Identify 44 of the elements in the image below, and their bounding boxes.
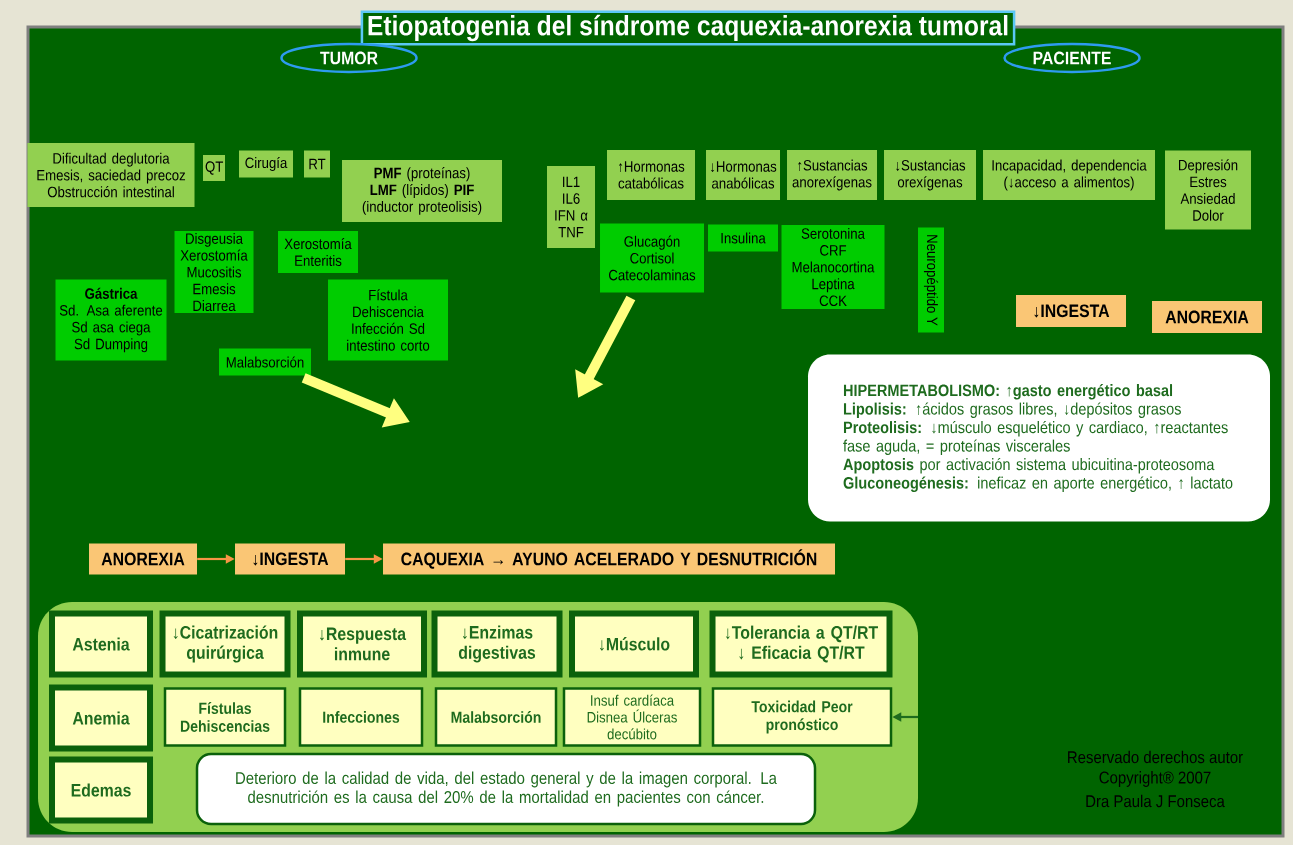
- factor-box: RT: [304, 150, 330, 178]
- factor-box: Neuropéptido Y: [918, 227, 944, 333]
- factor-box: PMF (proteínas) LMF (lípidos) PIF (inductor proteolisis): [342, 160, 502, 222]
- consequence-box: Fístulas Dehiscencias: [163, 687, 287, 747]
- consequence-box: Malabsorción: [434, 687, 558, 747]
- factor-box: Malabsorción: [219, 348, 311, 376]
- info-box: HIPERMETABOLISMO: ↑gasto energético basal Lipolisis: ↑ácidos grasos libres, ↓depósitos grasos Proteolisis: ↓músculo esquelético y cardiaco, ↑reactantes fase aguda, = proteínas viscerales Apoptosis por activación sistema ubicuitina-proteosoma Gluconeogénesis: ineficaz en aporte energético, ↑ lactato: [808, 354, 1270, 522]
- copyright-note: Reservado derechos autor: [1068, 750, 1243, 764]
- factor-box: QT: [203, 155, 225, 181]
- consequence-box: ↓Enzimas digestivas: [431, 610, 563, 678]
- stage-box: ↓INGESTA: [235, 543, 345, 575]
- consequence-box: Edemas: [49, 756, 153, 824]
- factor-box: Depresión Estres Ansiedad Dolor: [1165, 150, 1251, 230]
- consequence-box: ↓Respuesta inmune: [297, 610, 427, 678]
- note-box: Deterioro de la calidad de vida, del estado general y de la imagen corporal. La desnutrición es la causa del 20% de la mortalidad en pacientes con cáncer.: [195, 752, 817, 826]
- copyright-note: Dra Paula J Fonseca: [1086, 794, 1225, 808]
- factor-box: ↓Sustancias orexígenas: [884, 150, 976, 200]
- consequence-box: Astenia: [49, 610, 153, 678]
- factor-box: Dificultad deglutoria Emesis, saciedad precoz Obstrucción intestinal: [27, 143, 195, 207]
- consequence-box: ↓Músculo: [569, 610, 699, 678]
- factor-box: Serotonina CRF Melanocortina Leptina CCK: [781, 225, 885, 309]
- copyright-note: Copyright® 2007: [1099, 771, 1211, 787]
- factor-box: Disgeusia Xerostomía Mucositis Emesis Diarrea: [174, 231, 254, 313]
- consequence-box: ↓Cicatrización quirúrgica: [159, 610, 291, 678]
- stage-box: ↓INGESTA: [1016, 295, 1126, 327]
- consequence-box: ↓Tolerancia a QT/RT ↓ Eficacia QT/RT: [709, 610, 893, 678]
- factor-box: ↑Sustancias anorexígenas: [787, 150, 877, 200]
- stage-box: ANOREXIA: [89, 543, 197, 575]
- factor-box: ↓Hormonas anabólicas: [706, 150, 780, 200]
- consequence-box: Insuf cardíaca Disnea Úlceras decúbito: [562, 687, 702, 747]
- stage-box: CAQUEXIA → AYUNO ACELERADO Y DESNUTRICIÓN: [383, 543, 835, 575]
- factor-box: Insulina: [708, 224, 778, 252]
- consequence-box: Toxicidad Peor pronóstico: [711, 687, 893, 747]
- factor-box: IL1 IL6 IFN α TNF: [547, 166, 595, 248]
- consequence-box: Anemia: [49, 684, 153, 752]
- stage-box: ANOREXIA: [1152, 301, 1262, 333]
- factor-box: Fístula Dehiscencia Infección Sd intestino corto: [328, 279, 448, 361]
- factor-box: ↑Hormonas catabólicas: [607, 150, 695, 200]
- factor-box: Xerostomía Enteritis: [278, 231, 358, 273]
- consequence-box: Infecciones: [298, 687, 424, 747]
- factor-box: Gástrica Sd. Asa aferente Sd asa ciega Sd Dumping: [55, 279, 167, 361]
- factor-box: Cirugía: [239, 150, 293, 178]
- factor-box: Glucagón Cortisol Catecolaminas: [600, 223, 704, 293]
- factor-box: Incapacidad, dependencia (↓acceso a alimentos): [983, 150, 1155, 200]
